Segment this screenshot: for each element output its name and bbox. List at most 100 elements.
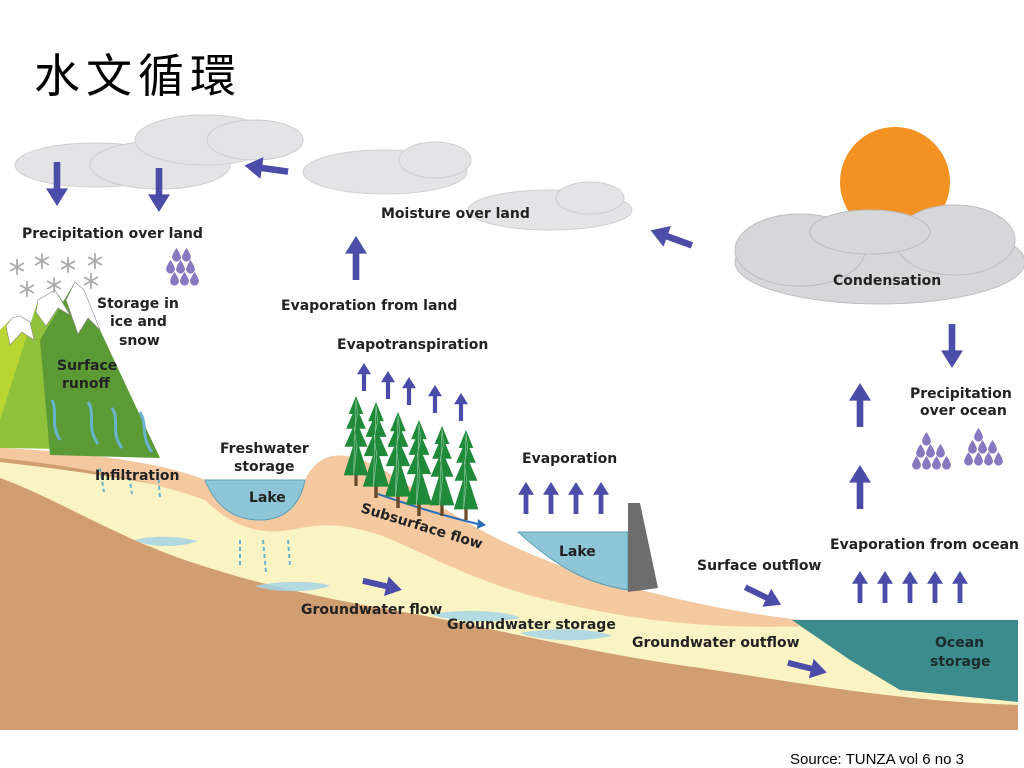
label-freshwater-storage-1: Freshwater xyxy=(220,441,309,457)
arrow-icon xyxy=(357,363,371,391)
label-surface-runoff-2: runoff xyxy=(62,376,110,392)
snowflake-icon xyxy=(9,258,25,276)
cloud-icon xyxy=(467,181,633,231)
label-surface-outflow: Surface outflow xyxy=(697,558,821,574)
raindrop-icon xyxy=(912,456,921,470)
label-storage-ice-1: Storage in xyxy=(97,296,179,312)
label-evaporation: Evaporation xyxy=(522,451,617,467)
label-lake-reservoir: Lake xyxy=(559,544,596,560)
tree-icon xyxy=(384,412,412,508)
label-evaporation-from-ocean: Evaporation from ocean xyxy=(830,537,1019,553)
arrow-icon xyxy=(902,571,918,603)
raindrop-icon xyxy=(166,260,175,274)
raindrop-icon xyxy=(180,272,189,286)
snowcap-3 xyxy=(65,281,101,335)
sun-icon xyxy=(840,127,950,237)
label-ocean-storage-2: storage xyxy=(930,654,991,670)
snowflake-icon xyxy=(83,272,99,290)
mountain-front xyxy=(40,282,160,458)
arrow-icon xyxy=(740,578,786,614)
raindrop-icon xyxy=(922,432,931,446)
arrow-icon xyxy=(849,383,871,427)
arrow-icon xyxy=(593,482,609,514)
ground xyxy=(0,448,1018,730)
raindrop-icon xyxy=(172,248,181,262)
raindrop-icon xyxy=(974,428,983,442)
arrow-icon xyxy=(941,324,963,368)
label-moisture-over-land: Moisture over land xyxy=(381,206,530,222)
arrow-icon xyxy=(877,571,893,603)
arrow-icon xyxy=(345,236,367,280)
clouds xyxy=(14,114,633,231)
label-evapotranspiration: Evapotranspiration xyxy=(337,337,488,353)
raindrop-icon xyxy=(994,452,1003,466)
groundwater-streaks xyxy=(135,536,612,641)
raindrop-icon xyxy=(932,456,941,470)
raindrop-icon xyxy=(978,440,987,454)
ocean xyxy=(792,620,1018,702)
tree-icon xyxy=(453,430,479,520)
raindrop-icon xyxy=(182,248,191,262)
label-groundwater-flow: Groundwater flow xyxy=(301,602,442,618)
arrow-icon xyxy=(454,393,468,421)
label-groundwater-outflow: Groundwater outflow xyxy=(632,635,800,651)
raindrop-icon xyxy=(190,272,199,286)
infiltration-arrows xyxy=(99,467,291,573)
label-surface-runoff-1: Surface xyxy=(57,358,117,374)
label-infiltration: Infiltration xyxy=(95,468,179,484)
raindrop-icon xyxy=(926,444,935,458)
mountains xyxy=(0,281,160,458)
label-storage-ice-2: ice and xyxy=(110,314,167,330)
raindrop-icon xyxy=(916,444,925,458)
tree-icon xyxy=(405,420,433,516)
arrow-icon xyxy=(568,482,584,514)
label-precipitation-over-ocean-1: Precipitation xyxy=(910,386,1012,402)
arrow-icon xyxy=(927,571,943,603)
snowflake-icon xyxy=(46,276,62,294)
bedrock-lower xyxy=(0,478,1018,730)
raindrop-icon xyxy=(170,272,179,286)
raindrop-icon xyxy=(922,456,931,470)
label-precipitation-over-land: Precipitation over land xyxy=(22,226,203,242)
label-condensation: Condensation xyxy=(833,273,941,289)
label-ocean-storage-1: Ocean xyxy=(935,635,984,651)
arrow-icon xyxy=(428,385,442,413)
runoff-arrows xyxy=(50,399,154,453)
tree-icon xyxy=(343,396,369,486)
raindrop-icon xyxy=(176,260,185,274)
subsurface-flow-arrowhead xyxy=(477,519,486,529)
label-lake-freshwater: Lake xyxy=(249,490,286,506)
label-precipitation-over-ocean-2: over ocean xyxy=(920,403,1007,419)
arrow-icon xyxy=(518,482,534,514)
arrow-icon xyxy=(952,571,968,603)
raindrop-icon xyxy=(984,452,993,466)
slide-title: 水文循環 xyxy=(34,49,242,103)
label-storage-ice-3: snow xyxy=(119,333,160,349)
label-freshwater-storage-2: storage xyxy=(234,459,295,475)
raindrops-ocean xyxy=(912,428,1003,470)
tree-icon xyxy=(362,402,390,498)
snowcap-1 xyxy=(5,315,35,346)
raindrop-icon xyxy=(964,452,973,466)
raindrops-land xyxy=(166,248,199,286)
snowflake-icon xyxy=(60,256,76,274)
raindrop-icon xyxy=(936,444,945,458)
lake-freshwater xyxy=(204,479,306,521)
lake-reservoir xyxy=(516,531,629,591)
snowflake-icon xyxy=(19,280,35,298)
raindrop-icon xyxy=(968,440,977,454)
arrow-icon xyxy=(402,377,416,405)
arrow-icon xyxy=(646,220,696,256)
raindrop-icon xyxy=(186,260,195,274)
raindrop-icon xyxy=(988,440,997,454)
snowflakes xyxy=(9,252,103,298)
dam xyxy=(628,503,658,592)
arrow-icon xyxy=(852,571,868,603)
label-evaporation-from-land: Evaporation from land xyxy=(281,298,457,314)
arrow-icon xyxy=(381,371,395,399)
snowflake-icon xyxy=(34,252,50,270)
label-groundwater-storage: Groundwater storage xyxy=(447,617,616,633)
snowflake-icon xyxy=(87,252,103,270)
cloud-icon xyxy=(734,204,1024,305)
